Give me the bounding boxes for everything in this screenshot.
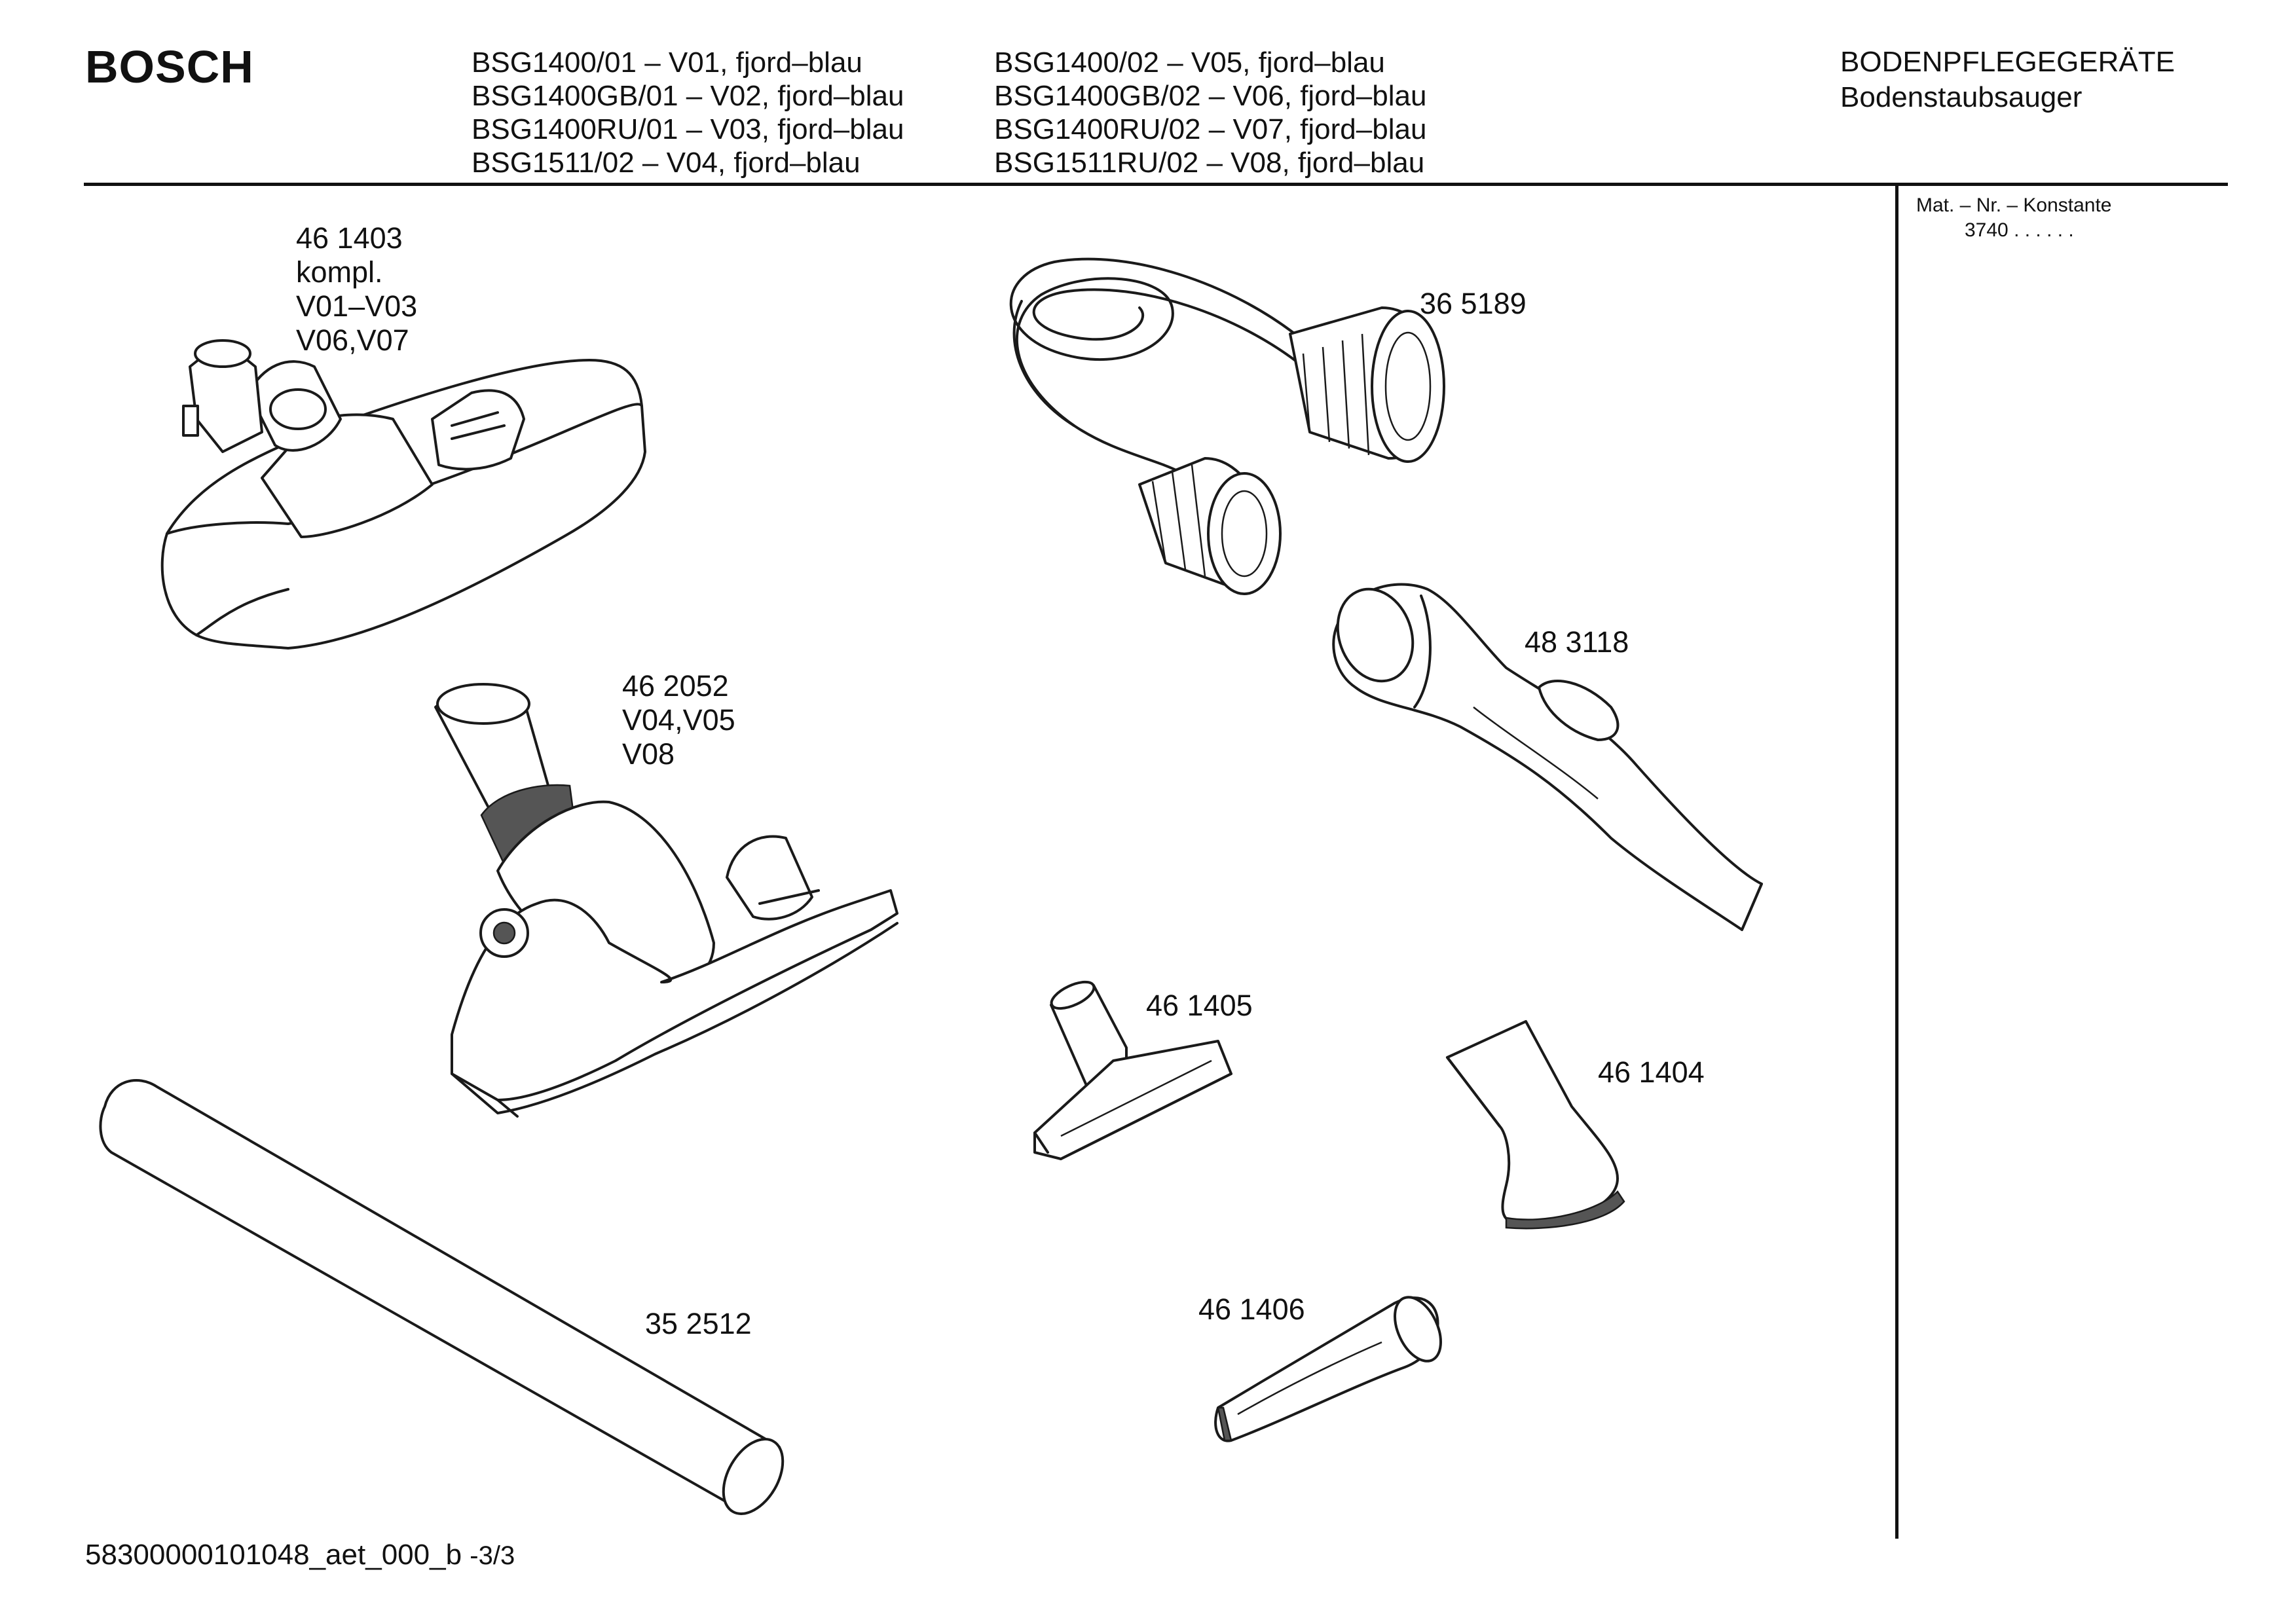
part-label-brush-nozzle[interactable]: 46 1404	[1598, 1055, 1705, 1090]
handle-drawing[interactable]	[1325, 579, 1763, 931]
part-label-crevice-nozzle[interactable]: 46 1406	[1198, 1292, 1305, 1327]
upholstery-nozzle-drawing[interactable]	[1033, 977, 1232, 1160]
model-line: BSG1400GB/02 – V06, fjord–blau	[994, 80, 1427, 112]
part-number: 46 1406	[1198, 1292, 1305, 1326]
brush-nozzle-drawing[interactable]	[1446, 1020, 1625, 1230]
part-note: kompl.	[296, 255, 383, 289]
part-number: 46 1405	[1146, 989, 1253, 1022]
extension-tube-drawing[interactable]	[99, 1079, 794, 1524]
subcategory-title: Bodenstaubsauger	[1840, 81, 2083, 113]
part-number: 48 3118	[1525, 625, 1629, 659]
part-number: 36 5189	[1420, 287, 1527, 320]
part-note: V08	[622, 737, 675, 771]
document-title: BODENPFLEGEGERÄTE Bodenstaubsauger	[1840, 45, 2175, 115]
part-label-upholstery-nozzle[interactable]: 46 1405	[1146, 989, 1253, 1023]
part-note: V04,V05	[622, 703, 735, 737]
document-footer: 58300000101048_aet_000_b -3/3	[85, 1539, 515, 1571]
page-indicator: -3/3	[470, 1541, 515, 1570]
model-line: BSG1400RU/02 – V07, fjord–blau	[994, 113, 1427, 145]
part-number: 35 2512	[645, 1307, 752, 1340]
material-number-heading: Mat. – Nr. – Konstante	[1916, 194, 2112, 216]
part-number: 46 1403	[296, 221, 403, 255]
floor-nozzle-alt-drawing[interactable]	[434, 683, 898, 1118]
category-title: BODENPFLEGEGERÄTE	[1840, 46, 2176, 78]
part-label-floor-nozzle-alt[interactable]: 46 2052 V04,V05 V08	[622, 669, 735, 771]
material-number-value: 3740 . . . . . .	[1965, 219, 2074, 241]
model-line: BSG1400/02 – V05, fjord–blau	[994, 46, 1385, 79]
part-note: V06,V07	[296, 323, 409, 357]
floor-nozzle-drawing[interactable]	[160, 339, 646, 650]
model-line: BSG1511/02 – V04, fjord–blau	[472, 147, 861, 179]
model-line: BSG1400/01 – V01, fjord–blau	[472, 46, 862, 79]
model-line: BSG1511RU/02 – V08, fjord–blau	[994, 147, 1425, 179]
hose-drawing[interactable]	[1009, 257, 1445, 595]
part-label-hose[interactable]: 36 5189	[1420, 287, 1527, 321]
part-label-floor-nozzle[interactable]: 46 1403 kompl. V01–V03 V06,V07	[296, 221, 417, 357]
part-number: 46 2052	[622, 669, 729, 703]
part-label-extension-tube[interactable]: 35 2512	[645, 1307, 752, 1341]
brand-logo: BOSCH	[85, 41, 254, 92]
crevice-nozzle-drawing[interactable]	[1214, 1290, 1450, 1442]
document-id: 58300000101048_aet_000_b	[85, 1539, 462, 1571]
model-line: BSG1400RU/01 – V03, fjord–blau	[472, 113, 904, 145]
part-number: 46 1404	[1598, 1055, 1705, 1089]
model-line: BSG1400GB/01 – V02, fjord–blau	[472, 80, 904, 112]
header-divider	[84, 183, 2228, 186]
model-list-right: BSG1400/02 – V05, fjord–blau BSG1400GB/0…	[994, 46, 1426, 179]
part-label-handle[interactable]: 48 3118	[1525, 625, 1629, 659]
part-note: V01–V03	[296, 289, 418, 323]
model-list-left: BSG1400/01 – V01, fjord–blau BSG1400GB/0…	[472, 46, 904, 179]
sidebar-divider	[1895, 185, 1898, 1539]
material-number-panel: Mat. – Nr. – Konstante 3740 . . . . . .	[1916, 193, 2112, 243]
